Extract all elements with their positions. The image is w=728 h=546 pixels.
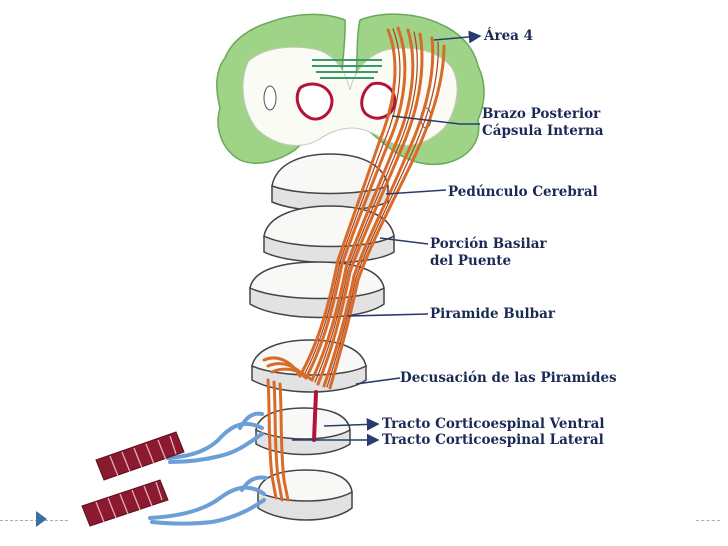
corticospinal-tract <box>262 26 446 502</box>
midbrain-section <box>271 153 389 212</box>
label-brazo-line2: Cápsula Interna <box>482 123 604 139</box>
diagram-labels: Área 4 Brazo Posterior Cápsula Interna P… <box>382 28 617 448</box>
label-brazo-line1: Brazo Posterior <box>482 106 601 122</box>
arrow-brazo <box>391 115 480 125</box>
brain-section <box>216 13 485 166</box>
tract-crossing-fibers <box>262 356 314 382</box>
basal-ganglia-left <box>295 82 334 121</box>
label-basilar-line1: Porción Basilar <box>430 236 548 252</box>
upper-muscle <box>95 431 185 481</box>
cervical-spinal-section <box>255 407 351 456</box>
label-decusacion: Decusación de las Piramides <box>400 370 617 386</box>
arrow-area4 <box>433 30 482 44</box>
lower-nerve <box>148 475 268 526</box>
footer-divider-left <box>0 520 68 521</box>
upper-nerve <box>166 411 264 464</box>
pointer-lines <box>292 30 482 447</box>
arrow-basilar <box>379 237 429 245</box>
basal-ganglia-right <box>360 81 397 120</box>
footer-divider-right <box>696 520 720 521</box>
corpus-callosum-lines <box>312 59 382 79</box>
label-area4: Área 4 <box>483 28 533 44</box>
label-lateral: Tracto Corticoespinal Lateral <box>382 432 604 448</box>
lateral-tract <box>266 378 290 502</box>
arrow-ventral <box>323 418 380 431</box>
label-piramide: Piramide Bulbar <box>430 306 556 322</box>
lateral-ventricle-left <box>263 85 277 111</box>
arrow-piramide <box>347 313 429 317</box>
label-peduncle: Pedúnculo Cerebral <box>448 184 598 200</box>
lower-muscle <box>81 479 169 527</box>
ventral-tract <box>312 390 318 442</box>
label-ventral: Tracto Corticoespinal Ventral <box>382 416 605 432</box>
medulla-section <box>249 261 385 319</box>
arrow-decusacion <box>355 377 401 385</box>
label-basilar-line2: del Puente <box>430 253 511 269</box>
arrow-peduncle <box>385 189 447 195</box>
slide-footer <box>0 506 728 536</box>
next-slide-arrow-icon[interactable] <box>36 511 47 527</box>
